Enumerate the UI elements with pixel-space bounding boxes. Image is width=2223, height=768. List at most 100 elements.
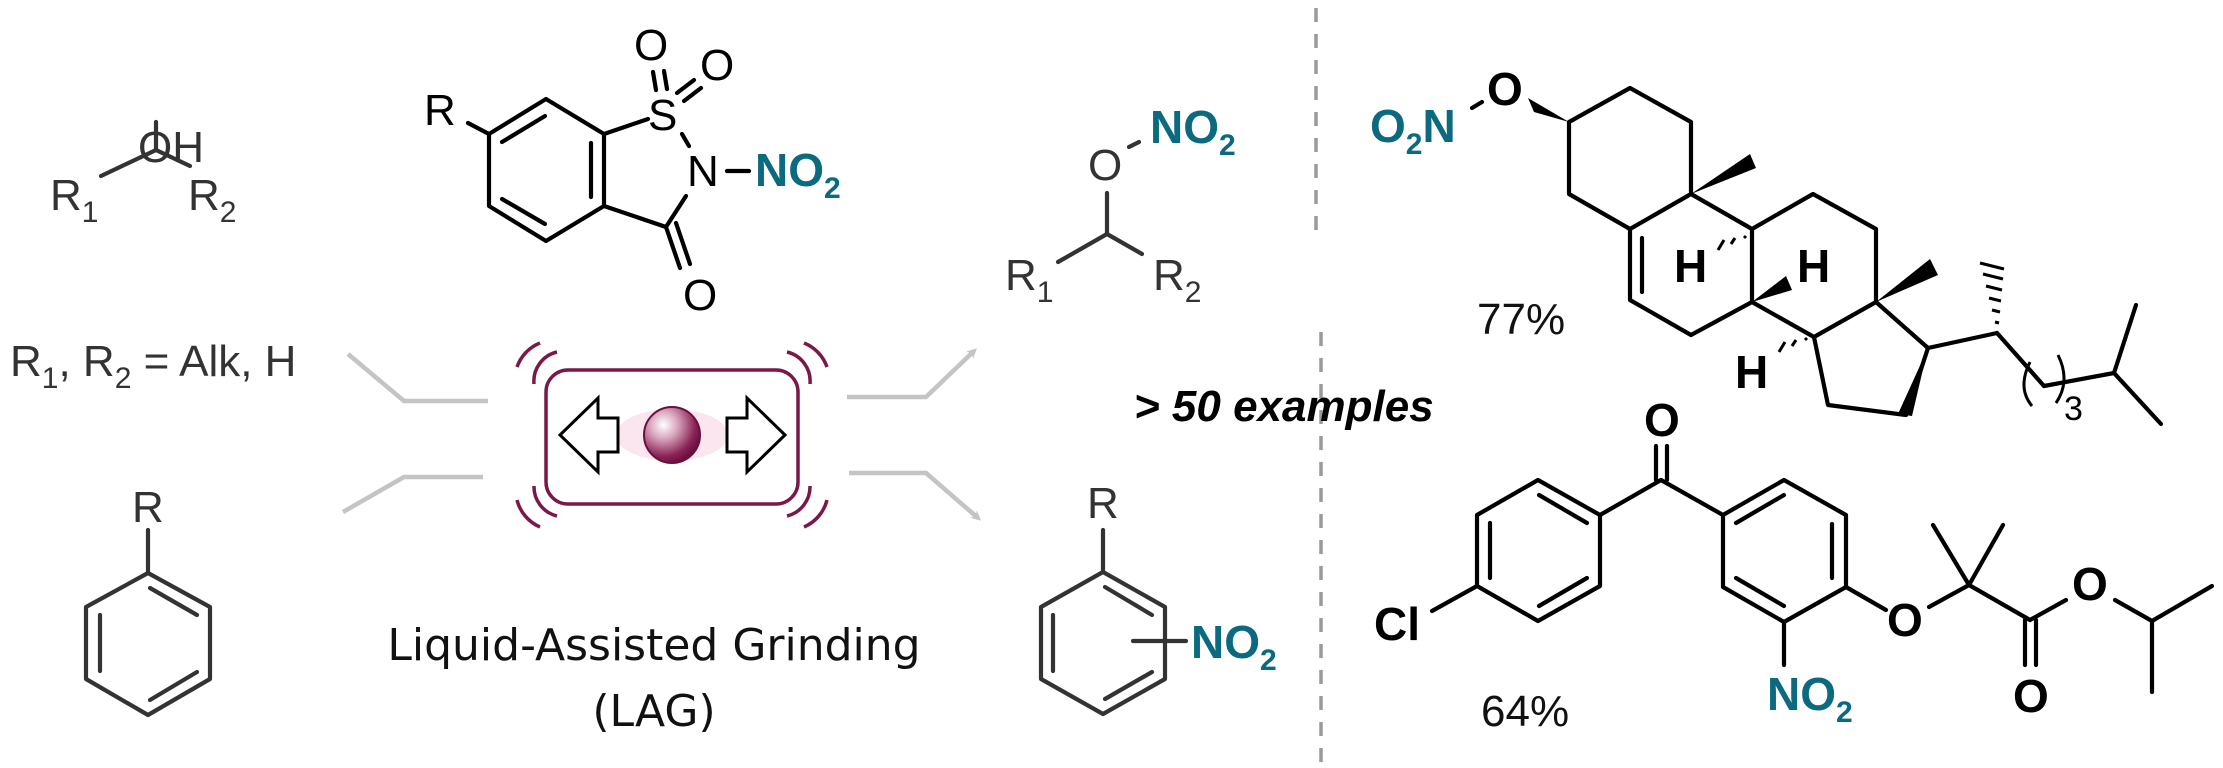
bond [1658, 477, 1726, 518]
vibration-arc [532, 485, 558, 518]
bond [1469, 99, 1485, 111]
bond [1925, 330, 2000, 351]
ring-c [1749, 191, 1879, 340]
bond [1055, 231, 1110, 265]
example-nitro-fenofibrate: Cl O NO2 O O O 64% [1374, 394, 2215, 736]
double-bond [1536, 492, 1590, 526]
bond [153, 147, 193, 169]
bond [601, 203, 669, 230]
bond [2111, 302, 2139, 376]
bond [98, 147, 159, 179]
repeat-bracket-close [2054, 354, 2066, 404]
bond [2027, 597, 2069, 623]
o-label: O [1088, 141, 1122, 190]
ester-o-label: O [2072, 558, 2108, 610]
vibration-arc [786, 350, 812, 385]
nitro-group-label: NO2 [1191, 616, 1277, 677]
bond [663, 193, 689, 230]
r2-label: R2 [1153, 251, 1201, 309]
o-label-carbonyl: O [683, 271, 717, 320]
arrow-in-alcohol [346, 352, 488, 404]
arrow-in-arene [341, 474, 483, 514]
double-bond [650, 69, 659, 93]
milling-jar [544, 368, 800, 506]
bond [1966, 522, 2006, 588]
double-bond [499, 113, 548, 145]
r-label: R [1087, 479, 1119, 528]
vibration-arc [803, 499, 829, 529]
ring-a [1566, 85, 1694, 232]
bond [1104, 231, 1145, 257]
bond [1930, 522, 1972, 588]
lag-label-line1: Liquid-Assisted Grinding [387, 620, 920, 671]
n-label: N [687, 147, 719, 196]
nitro-group-label: O2N [1370, 100, 1456, 161]
o-label: O [1487, 63, 1523, 115]
double-bond [1733, 575, 1787, 609]
nitrate-ester-product: O NO2 R1 R2 [1005, 101, 1236, 309]
double-bond [147, 669, 200, 703]
scope-label: > 50 examples [1134, 382, 1434, 431]
arrow-out-nitroarene [849, 470, 982, 521]
wedge-bond [1752, 276, 1792, 302]
r-label: R [424, 86, 456, 135]
wedge-bond [1876, 259, 1938, 302]
vibration-arc [515, 499, 541, 529]
nitro-group-label: NO2 [1767, 668, 1853, 729]
bond [1429, 583, 1480, 614]
bond [679, 131, 692, 149]
s-label: S [648, 91, 677, 140]
bond [1597, 477, 1664, 518]
h-label: H [1674, 240, 1707, 292]
hash-bond [1979, 261, 2005, 325]
benzene-ring [486, 96, 607, 244]
hash-bond [1777, 336, 1809, 353]
vibration-arc [532, 350, 558, 385]
benzene-ring [1474, 477, 1603, 624]
nitrosaccharin-reagent: R S N O O O NO2 [424, 21, 841, 320]
bond [465, 120, 492, 137]
bond [2112, 597, 2155, 624]
repeat-count: 3 [2064, 390, 2083, 428]
o-label-sulfonyl-2: O [700, 41, 734, 90]
double-bond [1536, 575, 1590, 609]
bond [2149, 583, 2215, 624]
h-label: H [1797, 240, 1830, 292]
bond [1994, 330, 2047, 389]
vibration-arc [803, 341, 829, 368]
lag-label-line2: (LAG) [592, 686, 715, 737]
carbonyl-o-label: O [2013, 670, 2049, 722]
r2-label: R2 [188, 171, 236, 229]
right-arrow-icon [725, 394, 788, 476]
r-label: R [132, 483, 164, 532]
arene-substrate: R [83, 483, 213, 718]
bond [1966, 582, 2033, 623]
vibration-arc [786, 485, 812, 518]
h-label: H [1735, 346, 1768, 398]
hash-bond [1716, 234, 1748, 251]
nitroarene-product: R NO2 [1038, 479, 1277, 717]
ketone-o-label: O [1644, 394, 1680, 446]
bond [1843, 584, 1889, 613]
double-bond [1102, 669, 1155, 702]
wedge-bond [1528, 98, 1569, 122]
ether-o-label: O [1887, 594, 1923, 646]
r1-label: R1 [50, 171, 98, 229]
double-bond [674, 77, 697, 96]
double-bond [499, 196, 548, 227]
ring-b [1627, 191, 1755, 338]
substituent-definition: R1, R2 = Alk, H [10, 337, 296, 395]
wedge-bond [1691, 154, 1756, 194]
bond [1926, 582, 1972, 610]
left-arrow-icon [557, 394, 620, 476]
double-bond [1102, 584, 1155, 618]
ball-mill-icon [515, 341, 829, 529]
oh-label: OH [138, 123, 204, 172]
wedge-bond [1898, 348, 1928, 416]
benzene-ring [1720, 477, 1849, 625]
yield-label: 64% [1481, 687, 1569, 736]
example-cholesteryl-nitrate: O2N O H H H [1370, 63, 2164, 428]
milling-ball-icon [643, 406, 701, 464]
nitro-group-label: NO2 [755, 144, 841, 205]
